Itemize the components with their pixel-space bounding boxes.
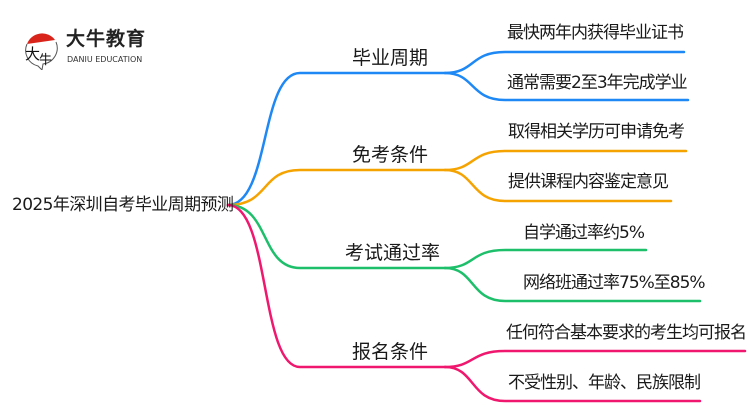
connector-branch-2 [226, 168, 447, 207]
branch-graduation-period: 毕业周期 [352, 47, 429, 69]
leaf-item: 网络班通过率75%至85% [523, 273, 706, 293]
connector-leaf-1-2 [443, 71, 690, 102]
leaf-item: 不受性别、年龄、民族限制 [508, 373, 701, 393]
connector-leaf-4-2 [443, 365, 702, 403]
leaf-item: 提供课程内容鉴定意见 [508, 172, 669, 192]
connector-leaf-2-1 [443, 149, 688, 172]
leaf-item: 最快两年内获得毕业证书 [507, 23, 684, 43]
logo-mark-icon: 大 牛 [25, 33, 58, 70]
logo-name: 大牛教育 [66, 28, 147, 50]
connector-branch-1 [226, 71, 447, 207]
leaf-item: 取得相关学历可申请免考 [508, 122, 685, 142]
svg-text:大: 大 [25, 45, 40, 63]
branch-registration-conditions: 报名条件 [352, 341, 429, 363]
root-topic: 2025年深圳自考毕业周期预测 [12, 195, 234, 215]
connector-leaf-1-1 [443, 50, 686, 75]
logo-subtitle: DANIU EDUCATION [67, 55, 143, 64]
leaf-item: 任何符合基本要求的考生均可报名 [506, 323, 747, 343]
connector-leaf-3-2 [443, 266, 702, 303]
connector-branch-4 [226, 203, 447, 369]
branch-pass-rate: 考试通过率 [345, 242, 441, 264]
svg-text:牛: 牛 [39, 53, 52, 68]
logo: 大 牛 大牛教育 DANIU EDUCATION [22, 28, 192, 72]
connector-leaf-4-1 [443, 349, 747, 369]
branch-exemption-conditions: 免考条件 [352, 144, 429, 166]
leaf-item: 通常需要2至3年完成学业 [507, 73, 688, 93]
leaf-item: 自学通过率约5% [523, 223, 645, 243]
connector-leaf-2-2 [443, 168, 673, 203]
connector-branch-3 [226, 203, 447, 270]
connector-leaf-3-1 [443, 248, 648, 270]
